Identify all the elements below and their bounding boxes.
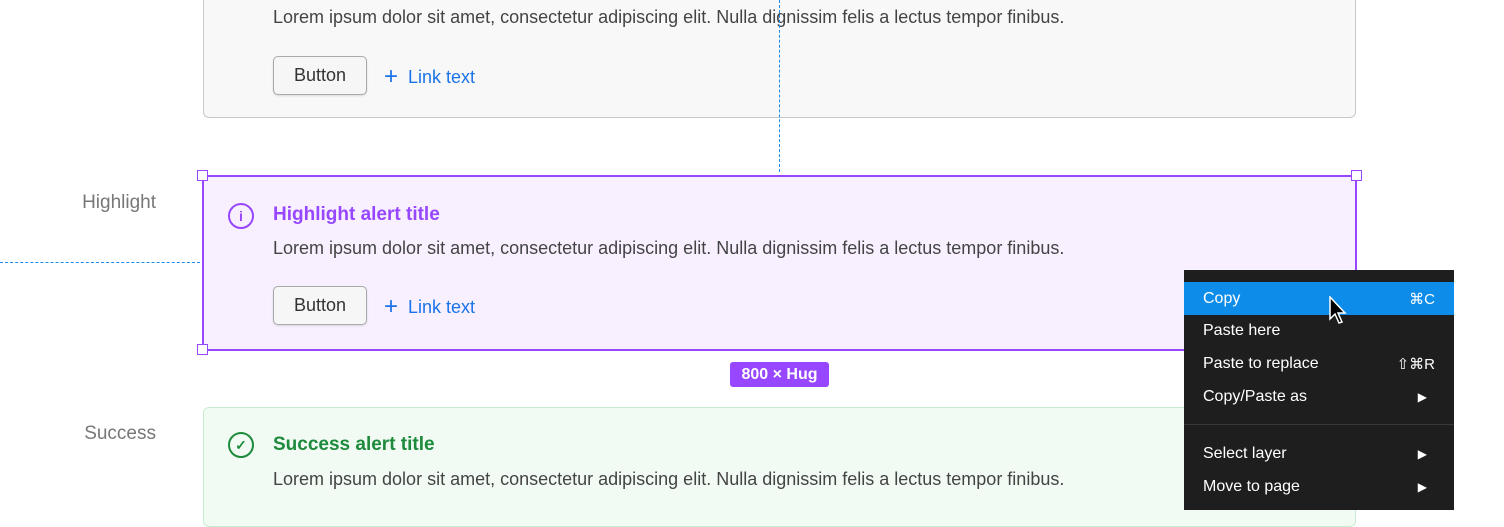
alert-body: Lorem ipsum dolor sit amet, consectetur … [273,7,1065,27]
menu-item-copy-paste-as[interactable]: Copy/Paste as ▶ [1184,380,1454,413]
context-menu: Copy ⌘C Paste here Paste to replace ⇧⌘R Co… [1184,270,1454,510]
resize-handle[interactable] [197,170,208,181]
menu-label: Copy [1203,289,1241,307]
menu-label: Move to page [1203,477,1300,495]
alert-title: Success alert title [273,434,435,455]
menu-label: Paste to replace [1203,354,1319,372]
alert-link[interactable]: + Link text [384,295,475,319]
shortcut: ⌘C [1409,290,1435,308]
menu-label: Paste here [1203,321,1281,339]
alert-button[interactable]: Button [273,286,367,325]
check-circle-icon: ✓ [228,432,254,458]
plus-icon: + [384,293,399,320]
alert-body: Lorem ipsum dolor sit amet, consectetur … [273,238,1065,258]
submenu-arrow-icon: ▶ [1417,389,1427,404]
shortcut: ⇧⌘R [1396,355,1435,373]
info-icon: i [228,203,254,229]
alert-button[interactable]: Button [273,56,367,95]
resize-handle[interactable] [197,344,208,355]
horizontal-guide [0,262,200,263]
highlight-alert-card[interactable]: i Highlight alert title Lorem ipsum dolo… [202,175,1357,351]
submenu-arrow-icon: ▶ [1417,446,1427,461]
alert-title: Highlight alert title [273,204,440,225]
link-label: Link text [408,66,476,87]
menu-item-select-layer[interactable]: Select layer ▶ [1184,437,1454,470]
plus-icon: + [384,63,399,90]
mouse-cursor-icon [1329,296,1347,324]
submenu-arrow-icon: ▶ [1417,479,1427,494]
menu-item-paste-to-replace[interactable]: Paste to replace ⇧⌘R [1184,347,1454,380]
menu-divider [1184,424,1454,425]
vertical-guide [779,0,780,172]
menu-item-copy[interactable]: Copy ⌘C [1184,282,1454,315]
menu-label: Select layer [1203,444,1287,462]
resize-handle[interactable] [1351,170,1362,181]
menu-item-move-to-page[interactable]: Move to page ▶ [1184,470,1454,503]
alert-body: Lorem ipsum dolor sit amet, consectetur … [273,469,1065,489]
alert-link[interactable]: + Link text [384,65,475,89]
row-label-success: Success [84,423,156,444]
size-badge: 800 × Hug [730,362,829,387]
menu-label: Copy/Paste as [1203,387,1308,405]
row-label-highlight: Highlight [82,192,156,213]
menu-item-paste-here[interactable]: Paste here [1184,314,1454,347]
link-label: Link text [408,296,476,317]
